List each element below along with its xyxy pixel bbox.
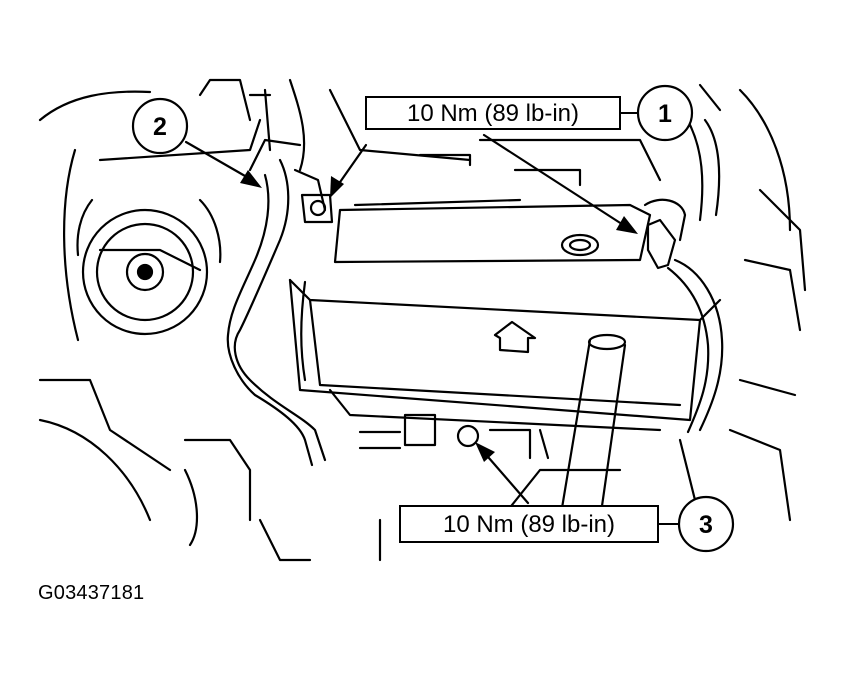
battery-tray (288, 278, 722, 432)
arrow-head-torque-left (330, 176, 344, 198)
arrow-head-3 (475, 442, 495, 462)
callout-2-circle (131, 97, 189, 155)
figure-id: G03437181 (38, 582, 145, 604)
engine-bay-outline (38, 78, 807, 562)
torque-label-1: 10 Nm (89 lb-in) (407, 100, 579, 127)
callout-1-number: 1 (658, 100, 672, 128)
torque-label-1-box (365, 96, 621, 130)
torque-label-3: 10 Nm (89 lb-in) (443, 511, 615, 538)
callout-3: 10 Nm (89 lb-in) 3 (399, 495, 735, 553)
callout-2-number: 2 (153, 113, 167, 141)
battery-top (333, 153, 652, 264)
callout-2: 2 (131, 97, 189, 155)
hose (558, 333, 627, 522)
leader-lines (184, 133, 630, 505)
front-bolt-assembly (358, 413, 550, 460)
arrow-heads (240, 170, 638, 462)
arrow-head-2 (240, 170, 262, 188)
arrow-head-1 (616, 216, 638, 234)
callout-3-circle (677, 495, 735, 553)
callout-1: 10 Nm (89 lb-in) 1 (365, 84, 694, 142)
pulley (76, 198, 222, 336)
callout-3-number: 3 (699, 511, 713, 539)
torque-label-3-box (399, 505, 659, 543)
callout-1-circle (636, 84, 694, 142)
positive-cable (643, 118, 724, 434)
negative-cable (226, 138, 334, 467)
